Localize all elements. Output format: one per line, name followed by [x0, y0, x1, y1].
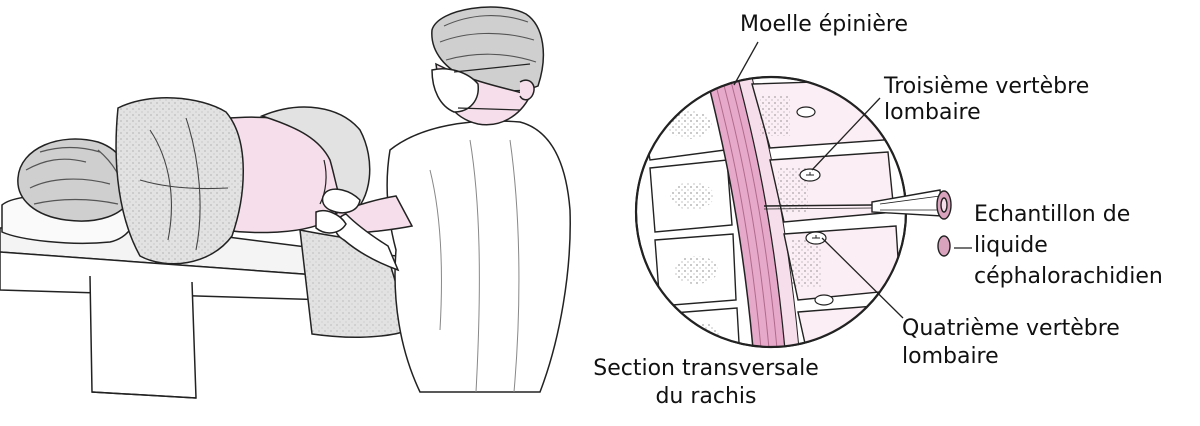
fourth-lumbar-vertebra-label-line2: lombaire [902, 344, 999, 369]
csf-sample-label-line3: céphalorachidien [974, 264, 1163, 289]
csf-sample-tubes [936, 190, 952, 257]
doctor [315, 6, 571, 393]
cross-section [634, 75, 908, 349]
leader-lines [733, 41, 972, 319]
patient-head [17, 138, 131, 222]
cross-section-caption-line2: du rachis [655, 384, 757, 409]
fourth-lumbar-vertebra-label-line1: Quatrième vertèbre [902, 316, 1120, 341]
cross-section-caption-line1: Section transversale [593, 356, 819, 381]
csf-sample-label-line2: liquide [974, 233, 1048, 258]
third-lumbar-vertebra-label-line1: Troisième vertèbre [884, 74, 1090, 99]
third-lumbar-vertebra-label-line2: lombaire [884, 100, 981, 125]
csf-sample-label-line1: Echantillon de [974, 202, 1131, 227]
spinal-cord-label: Moelle épinière [740, 12, 909, 37]
